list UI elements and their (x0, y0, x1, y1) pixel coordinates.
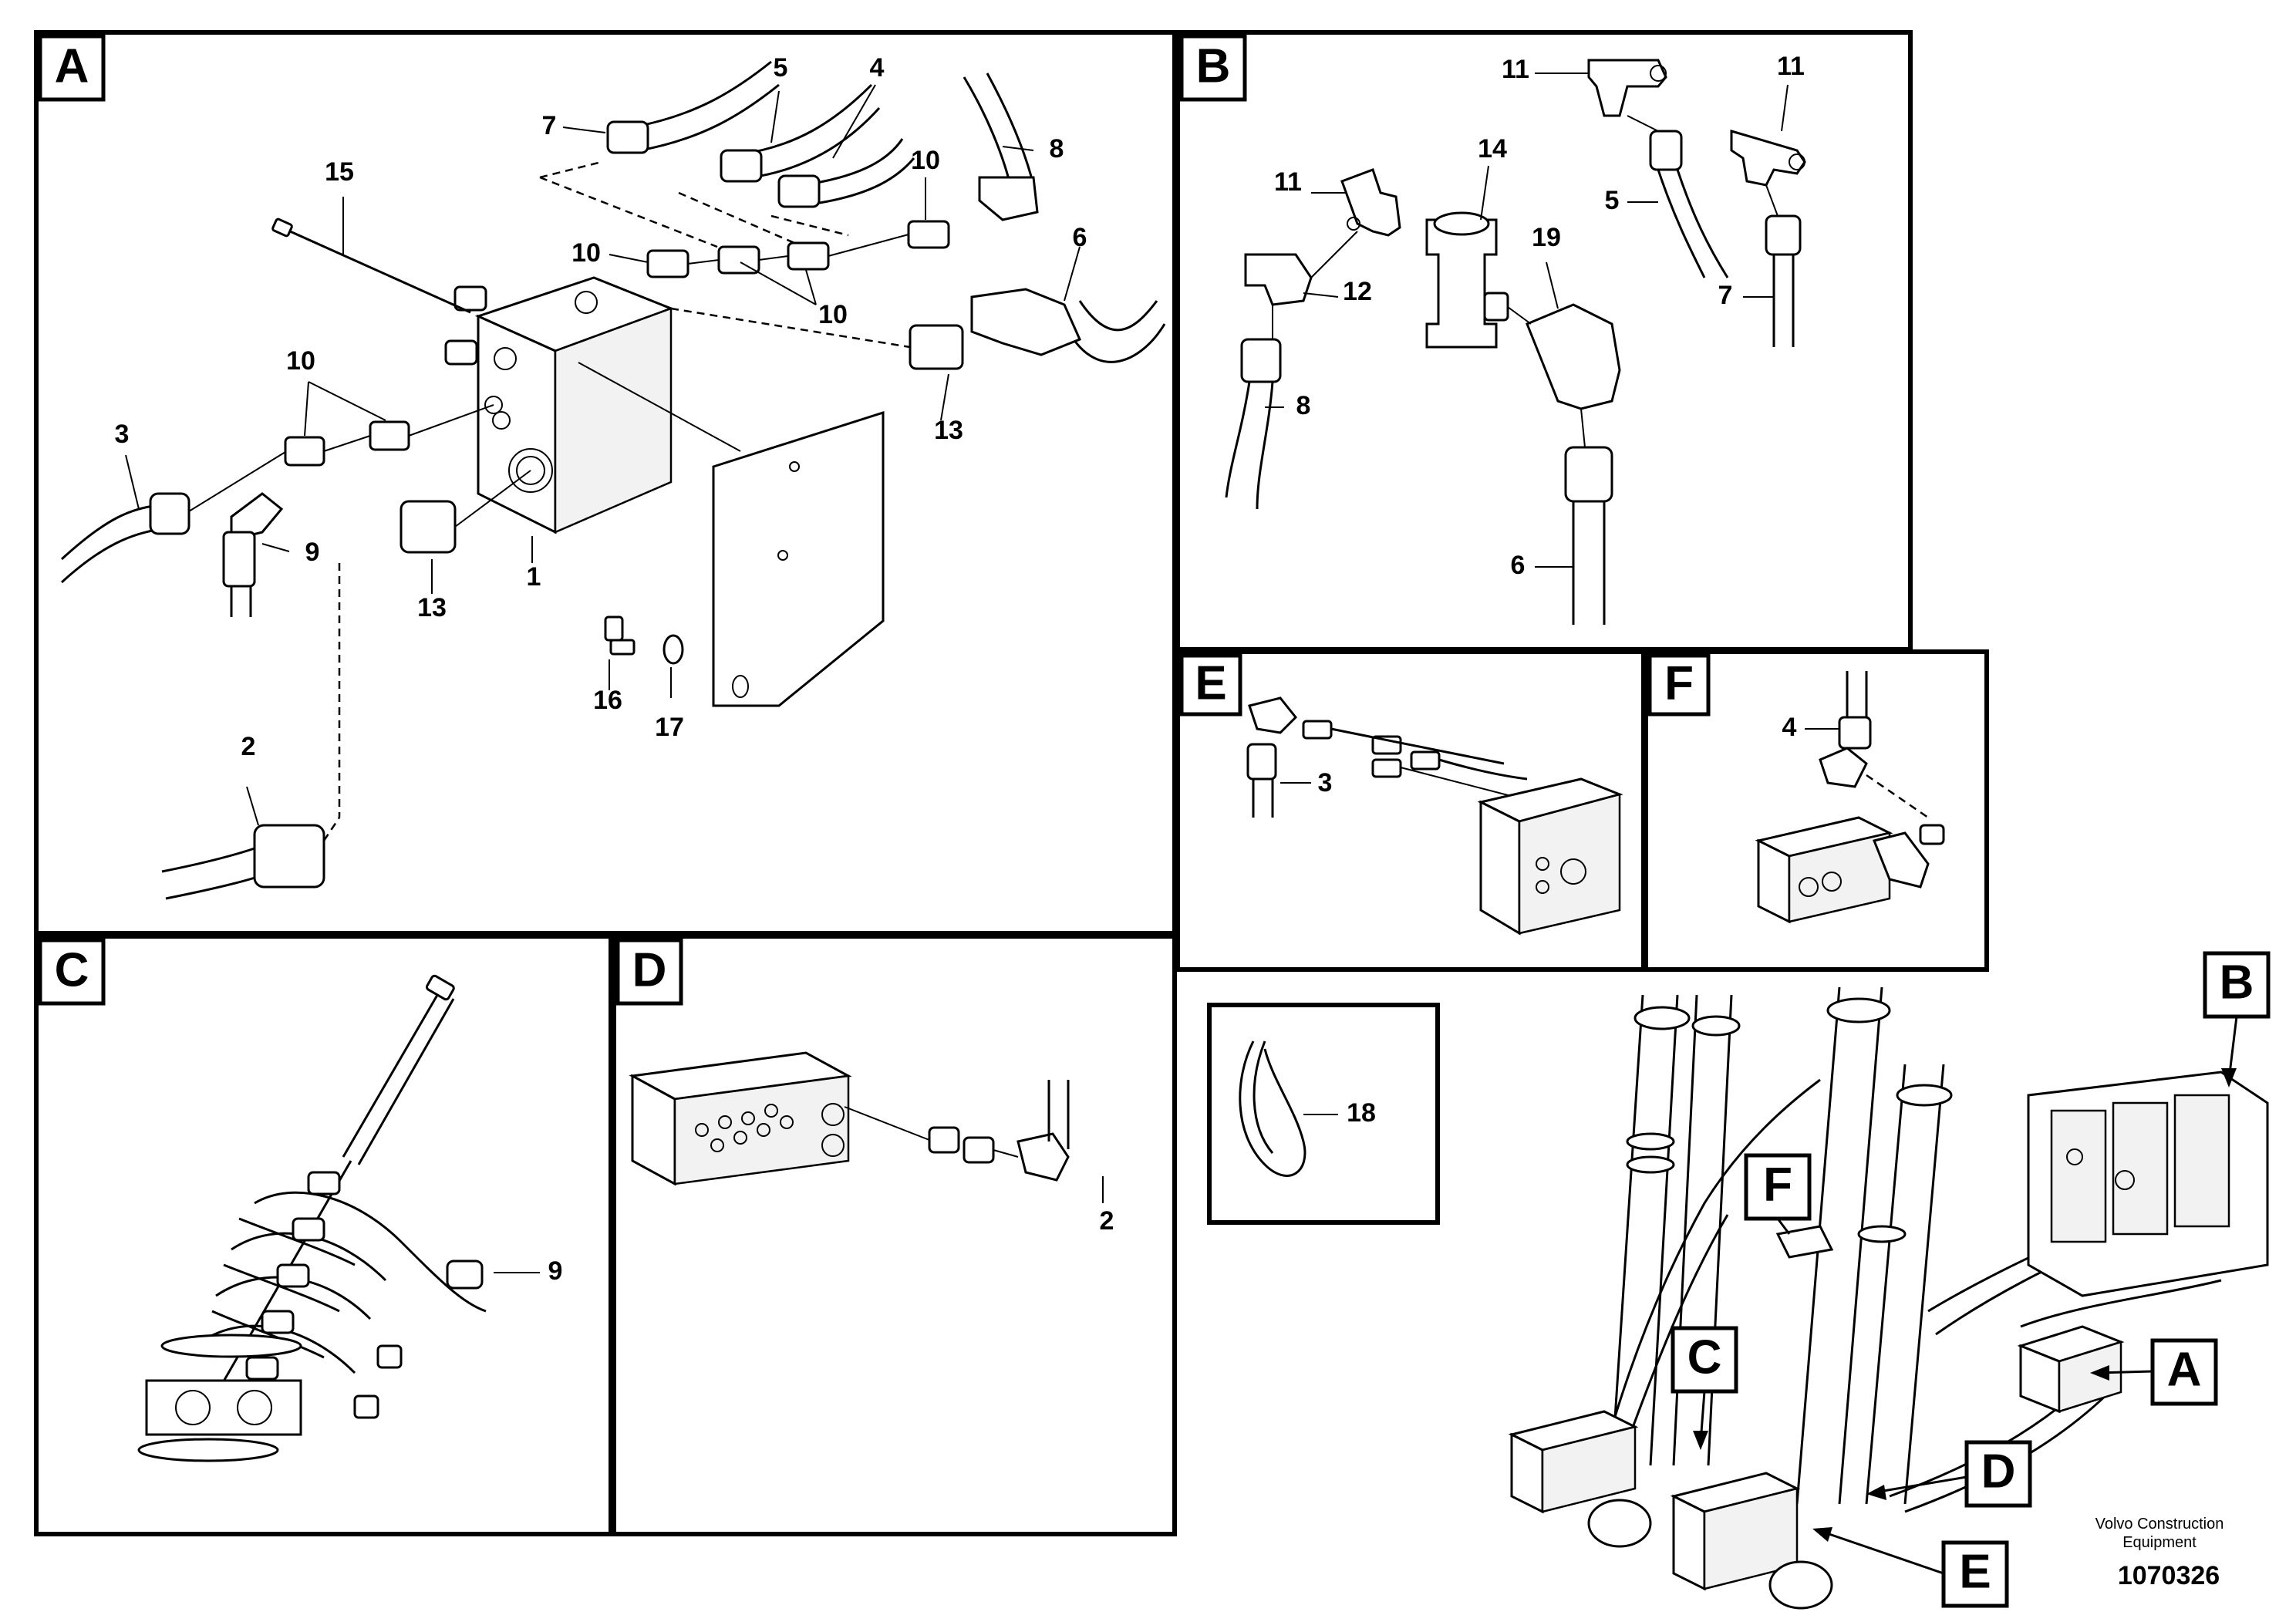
panel-f-frame (1644, 649, 1989, 972)
panel-c-tag: C (38, 938, 106, 1006)
panel-a-label: 10 (571, 238, 601, 268)
panel-e-drawing (1246, 696, 1623, 936)
overview-callout-b-letter: B (2220, 956, 2254, 1009)
panel-a-label: 13 (417, 593, 447, 622)
overview-callout-c-letter: C (1687, 1330, 1722, 1384)
detail-18-label: 18 (1347, 1098, 1376, 1128)
panel-a-frame (34, 30, 1177, 936)
overview-callout-d-letter: D (1981, 1445, 2016, 1498)
overview-callout-c: C (1671, 1326, 1738, 1450)
panel-e-letter: E (1195, 656, 1226, 710)
panel-a-label: 7 (542, 111, 557, 140)
panel-d-label: 2 (1100, 1206, 1114, 1236)
panel-b-label: 19 (1532, 223, 1561, 252)
overview-callout-f: F (1744, 1153, 1812, 1235)
detail-18-drawing (1239, 1040, 1338, 1177)
panel-a-label: 13 (934, 416, 963, 445)
panel-d-letter: D (632, 943, 667, 996)
panel-b-drawing (1225, 59, 1806, 625)
brand-line-1: Volvo Construction (2095, 1516, 2224, 1533)
panel-a-label: 4 (870, 53, 885, 83)
panel-a-label: 6 (1073, 223, 1087, 252)
panel-b-labels: 11 11 11 14 19 12 5 7 8 6 (1274, 52, 1805, 580)
panel-a-letter: A (55, 39, 89, 93)
panel-b-label: 11 (1777, 52, 1805, 81)
panel-a-label: 17 (655, 713, 684, 742)
panel-a-label: 15 (325, 157, 354, 187)
panel-a-label: 10 (911, 146, 940, 175)
panel-d-drawing (629, 1051, 1104, 1203)
panel-a-labels: 7 5 4 8 15 10 10 10 10 10 6 3 13 9 13 1 … (115, 53, 1087, 761)
panel-a-label: 9 (305, 538, 320, 567)
panel-a-label: 2 (241, 732, 256, 761)
panel-b-label: 14 (1478, 134, 1507, 164)
panel-c-frame (34, 934, 613, 1536)
panel-f-tag: F (1647, 653, 1711, 717)
panel-b-label: 8 (1296, 391, 1311, 420)
panel-d-frame (612, 934, 1177, 1536)
overview-callout-e-letter: E (1959, 1545, 1991, 1598)
panel-b-tag: B (1179, 34, 1247, 102)
panel-a-label: 16 (593, 686, 622, 715)
panel-f-letter: F (1664, 656, 1694, 710)
panel-b-letter: B (1196, 39, 1231, 93)
panel-a-label: 10 (818, 300, 848, 329)
overview-callout-d: D (1866, 1440, 2032, 1508)
overview-callout-e: E (1812, 1527, 2009, 1608)
panel-a-label: 8 (1050, 134, 1064, 164)
overview-drawing (1508, 986, 2269, 1610)
overview-callout-b: B (2203, 951, 2271, 1088)
panel-b-label: 11 (1274, 167, 1302, 197)
panel-e-tag: E (1179, 653, 1242, 717)
panel-a-tag: A (38, 34, 106, 102)
panel-a-label: 3 (115, 420, 130, 449)
detail-18-frame (1207, 1003, 1440, 1225)
panel-b-label: 6 (1511, 551, 1526, 580)
panel-c-letter: C (55, 943, 89, 996)
panel-c-drawing (137, 974, 540, 1462)
panel-b-label: 5 (1605, 186, 1620, 215)
document-number: 1070326 (2118, 1561, 2220, 1590)
panel-a-label: 10 (286, 346, 315, 376)
panel-c-label: 9 (548, 1256, 563, 1286)
panel-a-label: 5 (774, 53, 788, 83)
overview-callout-a: A (2090, 1338, 2218, 1406)
overview-callout-a-letter: A (2167, 1343, 2202, 1396)
panel-a-label: 1 (527, 562, 541, 592)
panel-f-drawing (1755, 671, 1945, 924)
brand-line-2: Equipment (2122, 1534, 2197, 1551)
panel-a-drawing (60, 60, 1166, 900)
panel-d-tag: D (615, 938, 683, 1006)
panel-b-label: 11 (1502, 55, 1529, 84)
panel-b-label: 12 (1343, 277, 1372, 306)
panel-e-label: 3 (1318, 768, 1333, 798)
panel-b-label: 7 (1718, 281, 1733, 310)
panel-f-label: 4 (1782, 713, 1797, 742)
overview-callout-f-letter: F (1763, 1158, 1792, 1211)
footer: Volvo Construction Equipment 1070326 (2095, 1516, 2224, 1590)
